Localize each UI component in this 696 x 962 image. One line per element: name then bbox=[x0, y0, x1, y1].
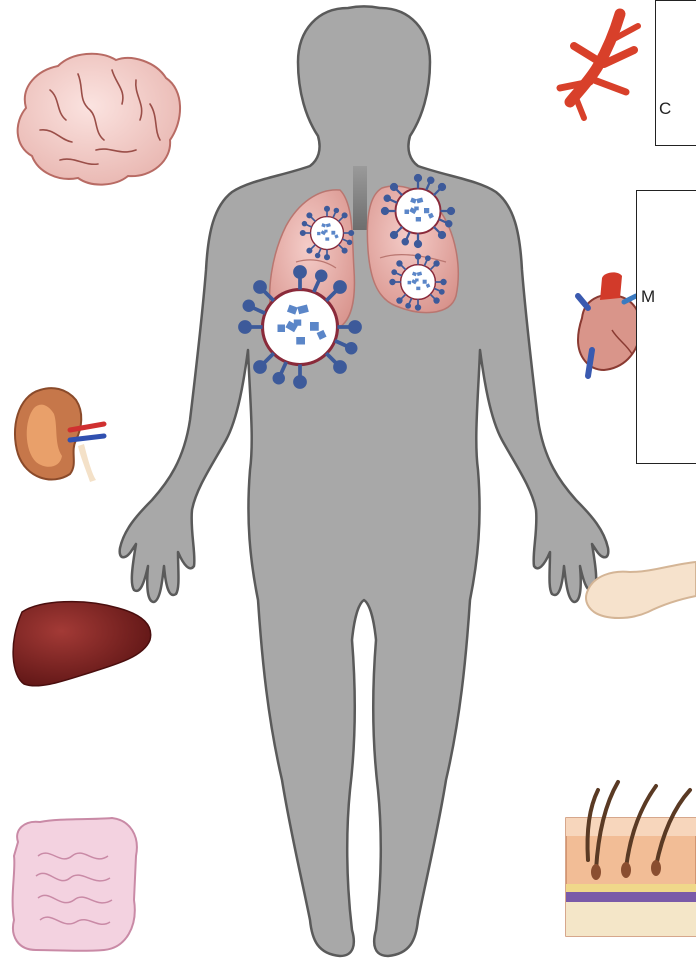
artery-icon bbox=[560, 14, 638, 118]
kidney-icon bbox=[15, 388, 104, 482]
pancreas-icon bbox=[586, 562, 696, 618]
skin-icon bbox=[566, 782, 696, 936]
liver-icon bbox=[13, 602, 151, 686]
human-body-icon bbox=[120, 7, 609, 957]
brain-icon bbox=[18, 54, 180, 185]
vascular-label-box: C bbox=[655, 0, 696, 146]
cardiac-label-text: M bbox=[641, 287, 655, 307]
vascular-label-text: C bbox=[659, 99, 671, 119]
cardiac-label-box: M bbox=[636, 190, 696, 464]
heart-icon bbox=[578, 272, 641, 376]
intestine-icon bbox=[13, 818, 137, 951]
